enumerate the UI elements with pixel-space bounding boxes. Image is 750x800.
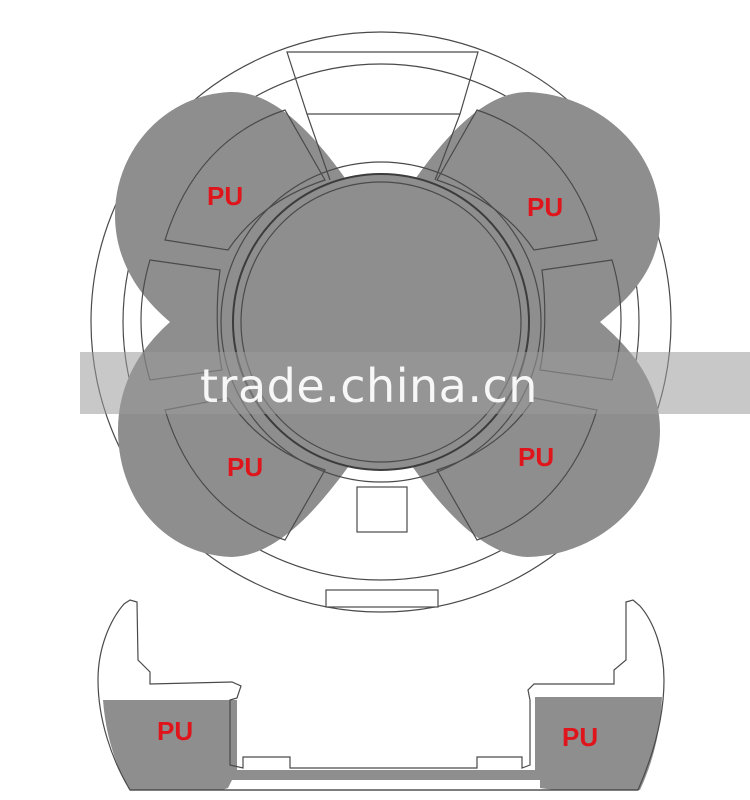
segment-bottom-left <box>164 397 326 541</box>
segment-top-right <box>436 109 598 251</box>
watermark-band <box>80 352 750 414</box>
watermark: trade.china.cn <box>80 352 750 414</box>
top-cutout-line-2 <box>434 113 461 181</box>
bottom-square <box>356 486 408 533</box>
pu-label-section-left: PU <box>157 716 193 746</box>
segment-bottom-right <box>436 397 598 541</box>
hub-ring-mid <box>240 181 522 463</box>
top-view-wheel: PU PU PU PU <box>90 31 672 613</box>
outer-rim-inner <box>122 63 640 581</box>
section-gray-fill <box>103 697 662 790</box>
pu-label-bottom-right: PU <box>518 442 554 472</box>
lobe-top-right <box>381 92 660 322</box>
outer-rim <box>90 31 672 613</box>
gray-lobes <box>115 91 660 557</box>
center-hub <box>233 174 529 470</box>
top-cutout <box>286 51 479 115</box>
hub-ring-outer <box>220 161 542 483</box>
section-outline <box>97 599 665 791</box>
pu-label-section-right: PU <box>562 722 598 752</box>
pu-label-top-left: PU <box>207 181 243 211</box>
top-cutout-line <box>306 113 331 181</box>
side-view-section: PU PU <box>97 599 665 791</box>
segment-top-left <box>164 109 326 251</box>
pu-label-bottom-left: PU <box>227 452 263 482</box>
hub-ring-inner <box>232 173 530 471</box>
watermark-text: trade.china.cn <box>200 359 538 413</box>
bottom-bar <box>325 589 439 608</box>
pu-label-top-right: PU <box>527 192 563 222</box>
